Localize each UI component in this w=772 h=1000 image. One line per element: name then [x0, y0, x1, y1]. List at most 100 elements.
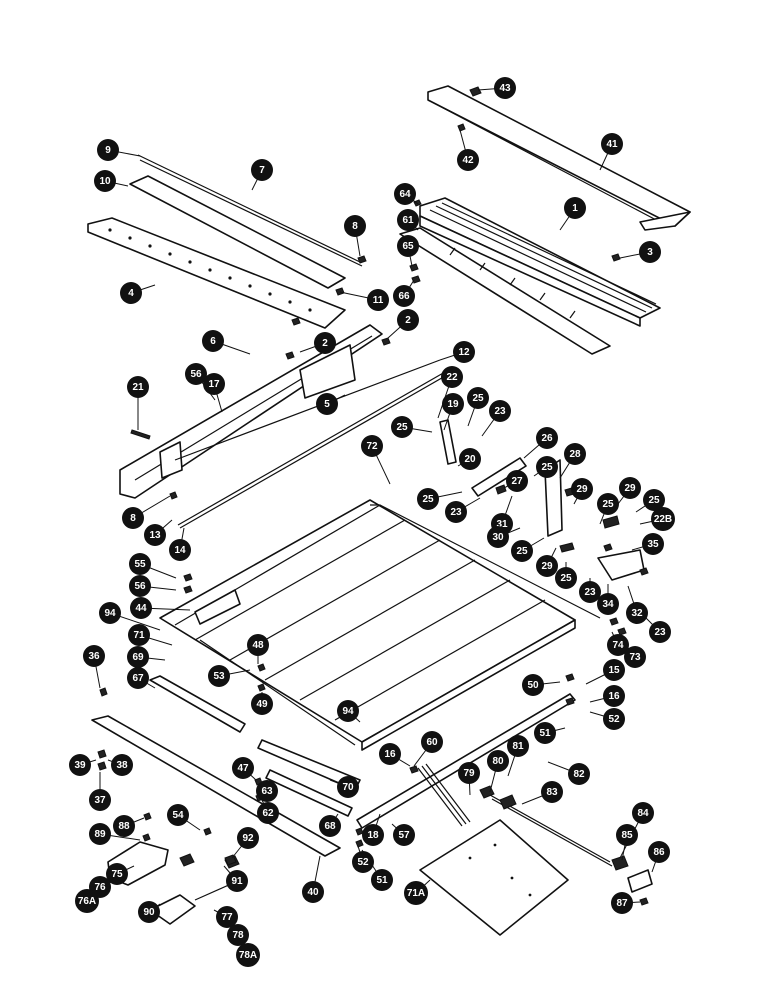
callout-circle [130, 597, 152, 619]
callout-number: 86 [653, 847, 665, 858]
callout-number: 74 [612, 640, 624, 651]
callout-number: 25 [516, 546, 528, 557]
callout-25: 25 [597, 493, 619, 515]
callout-number: 32 [631, 608, 643, 619]
callout-30: 30 [487, 526, 509, 548]
callout-number: 60 [426, 737, 438, 748]
callout-85: 85 [616, 824, 638, 846]
callout-circle [75, 889, 99, 913]
callout-80: 80 [487, 750, 509, 772]
callout-number: 29 [541, 561, 553, 572]
callout-75: 75 [106, 863, 128, 885]
callout-number: 72 [366, 441, 378, 452]
callout-62: 62 [257, 802, 279, 824]
callout-number: 79 [463, 768, 475, 779]
callout-circle [571, 478, 593, 500]
callout-16: 16 [603, 685, 625, 707]
callout-number: 51 [376, 875, 388, 886]
callout-circle [344, 215, 366, 237]
callout-64: 64 [394, 183, 416, 205]
callout-circle [421, 731, 443, 753]
callout-circle [624, 646, 646, 668]
callout-23: 23 [489, 400, 511, 422]
callout-47: 47 [232, 757, 254, 779]
callout-circle [555, 567, 577, 589]
callout-number: 84 [637, 808, 649, 819]
callout-number: 52 [608, 714, 620, 725]
callout-circle [352, 851, 374, 873]
callout-circle [257, 802, 279, 824]
callout-circle [459, 448, 481, 470]
callout-69: 69 [127, 646, 149, 668]
callout-43: 43 [494, 77, 516, 99]
callout-number: 6 [210, 336, 216, 347]
callout-circle [122, 507, 144, 529]
callout-40: 40 [302, 881, 324, 903]
callout-circle [128, 624, 150, 646]
callout-68: 68 [319, 815, 341, 837]
callout-66: 66 [393, 285, 415, 307]
callout-circle [251, 159, 273, 181]
callout-circle [564, 443, 586, 465]
callout-circle [487, 526, 509, 548]
callout-23: 23 [649, 621, 671, 643]
callout-51: 51 [534, 722, 556, 744]
callout-36: 36 [83, 645, 105, 667]
callout-14: 14 [169, 539, 191, 561]
callout-circle [507, 735, 529, 757]
callout-72: 72 [361, 435, 383, 457]
callout-65: 65 [397, 235, 419, 257]
callout-29: 29 [536, 555, 558, 577]
callout-circle [256, 780, 278, 802]
callout-circle [397, 209, 419, 231]
callout-12: 12 [453, 341, 475, 363]
callout-number: 82 [573, 769, 585, 780]
callout-25: 25 [417, 488, 439, 510]
callout-number: 62 [262, 808, 274, 819]
callout-number: 12 [458, 347, 470, 358]
callout-56: 56 [129, 575, 151, 597]
callout-37: 37 [89, 789, 111, 811]
callout-20: 20 [459, 448, 481, 470]
callout-circle [489, 400, 511, 422]
callout-52: 52 [603, 708, 625, 730]
callout-circle [536, 456, 558, 478]
callout-number: 27 [511, 476, 523, 487]
callout-circle [607, 634, 629, 656]
callout-number: 37 [94, 795, 106, 806]
callout-circle [404, 881, 428, 905]
callout-number: 10 [99, 176, 111, 187]
callout-number: 77 [221, 912, 233, 923]
callout-74: 74 [607, 634, 629, 656]
callout-number: 11 [373, 295, 384, 306]
callout-number: 30 [492, 532, 504, 543]
callout-number: 31 [496, 519, 508, 530]
callout-61: 61 [397, 209, 419, 231]
callout-51: 51 [371, 869, 393, 891]
callout-number: 75 [111, 869, 123, 880]
callout-circle [113, 815, 135, 837]
callout-labels: 4341421364616566971084112261252156178131… [69, 77, 675, 967]
callout-17: 17 [203, 373, 225, 395]
callout-number: 78 [232, 930, 244, 941]
callout-63: 63 [256, 780, 278, 802]
callout-23: 23 [579, 581, 601, 603]
callout-32: 32 [626, 602, 648, 624]
callout-circle [632, 802, 654, 824]
callout-35: 35 [642, 533, 664, 555]
part-lower-strips [91, 675, 576, 857]
callout-number: 28 [569, 449, 581, 460]
callout-number: 68 [324, 821, 336, 832]
callout-21: 21 [127, 376, 149, 398]
callout-number: 40 [307, 887, 319, 898]
callout-number: 25 [472, 393, 484, 404]
part-adjust-rod [479, 785, 653, 893]
callout-94: 94 [337, 700, 359, 722]
callout-circle [371, 869, 393, 891]
callout-circle [337, 700, 359, 722]
callout-circle [651, 507, 675, 531]
callout-circle [169, 539, 191, 561]
callout-88: 88 [113, 815, 135, 837]
callout-number: 44 [135, 603, 147, 614]
